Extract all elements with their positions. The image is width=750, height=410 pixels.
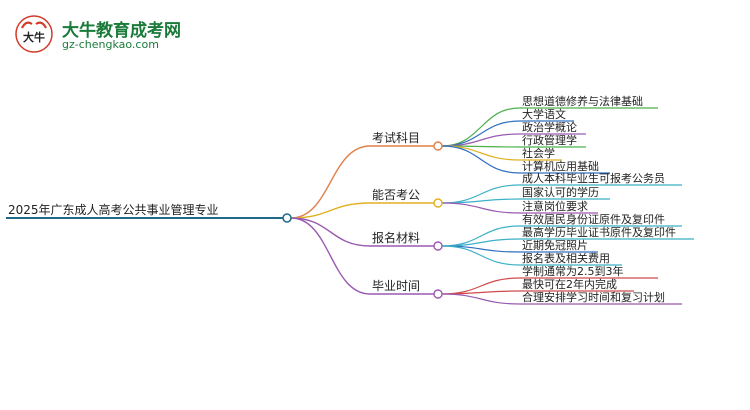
branch-topic[interactable]: 考试科目 (372, 130, 420, 145)
site-logo[interactable]: 大牛 大牛教育成考网 gz-chengkao.com (14, 14, 314, 60)
branch-topic[interactable]: 报名材料 (372, 230, 420, 245)
mindmap-nodes: 2025年广东成人高考公共事业管理专业 考试科目 思想道德修养与法律基础大学语文政治… (8, 94, 676, 304)
branch-node-dot (433, 141, 443, 151)
branch-node-dot (433, 198, 443, 208)
leaf-link (441, 293, 521, 305)
branch-topic[interactable]: 能否考公 (372, 188, 420, 202)
leaf-link (441, 184, 521, 204)
branch-topic[interactable]: 毕业时间 (372, 279, 420, 293)
leaf-topic[interactable]: 近期免冠照片 (522, 238, 588, 252)
logo-glyph: 大牛 (23, 30, 45, 44)
leaf-topic[interactable]: 思想道德修养与法律基础 (522, 94, 643, 108)
branch-link (290, 217, 371, 247)
leaf-topic[interactable]: 国家认可的学历 (522, 185, 599, 199)
leaf-link (441, 245, 521, 266)
leaf-link (441, 198, 521, 204)
leaf-link (441, 145, 521, 174)
leaf-link (441, 120, 521, 147)
leaf-link (441, 145, 521, 161)
branch-link (290, 202, 371, 219)
branch-link (290, 145, 371, 219)
leaf-topic[interactable]: 注意岗位要求 (522, 199, 588, 213)
root-node-dot (282, 213, 292, 223)
leaf-topic[interactable]: 报名表及相关费用 (522, 251, 610, 265)
leaf-topic[interactable]: 行政管理学 (522, 133, 577, 147)
branch-link (290, 217, 371, 295)
branch-node-dot (433, 241, 443, 251)
brand-url: gz-chengkao.com (62, 38, 159, 51)
leaf-link (441, 290, 521, 295)
root-topic[interactable]: 2025年广东成人高考公共事业管理专业 (8, 202, 219, 217)
leaf-topic[interactable]: 社会学 (522, 146, 555, 160)
leaf-topic[interactable]: 大学语文 (522, 107, 566, 121)
leaf-link (441, 202, 521, 214)
brand-name: 大牛教育成考网 (62, 21, 181, 41)
bull-logo-icon: 大牛 (15, 15, 53, 53)
leaf-topic[interactable]: 政治学概论 (522, 120, 577, 134)
leaf-topic[interactable]: 成人本科毕业生可报考公务员 (522, 171, 665, 185)
leaf-topic[interactable]: 最高学历毕业证书原件及复印件 (522, 225, 676, 239)
leaf-topic[interactable]: 有效居民身份证原件及复印件 (522, 212, 665, 226)
leaf-topic[interactable]: 计算机应用基础 (522, 159, 599, 173)
branch-node-dot (433, 289, 443, 299)
mindmap-links (6, 107, 694, 305)
leaf-topic[interactable]: 合理安排学习时间和复习计划 (522, 290, 665, 304)
leaf-topic[interactable]: 学制通常为2.5到3年 (522, 264, 624, 278)
leaf-topic[interactable]: 最快可在2年内完成 (522, 277, 617, 291)
